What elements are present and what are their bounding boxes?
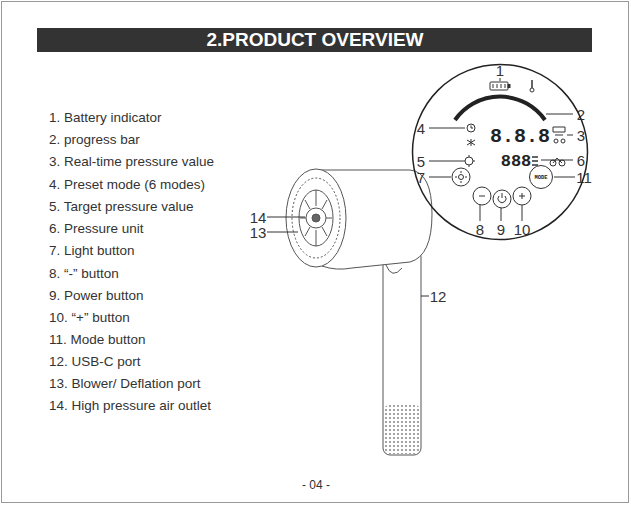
title: 2.PRODUCT OVERVIEW	[206, 29, 423, 51]
button-label: MODE	[534, 174, 547, 181]
outline-shape	[413, 65, 588, 240]
callout-number: 12	[430, 288, 447, 305]
legend-item: 12. USB-C port	[49, 354, 141, 369]
legend-item: 2. progress bar	[49, 132, 140, 147]
title-bar	[37, 28, 592, 52]
legend-item: 1. Battery indicator	[49, 110, 162, 125]
lcd-digits: 888	[501, 152, 532, 171]
legend-item: 7. Light button	[49, 243, 135, 258]
legend-item: 3. Real-time pressure value	[49, 154, 214, 169]
callout-number: 14	[250, 209, 267, 226]
callout-number: 9	[497, 221, 505, 238]
legend-item: 6. Pressure unit	[49, 221, 144, 236]
leader-lines	[267, 78, 575, 296]
legend-item: 9. Power button	[49, 288, 144, 303]
display-panel: 8.8.8 888MODE	[412, 64, 588, 240]
legend-item: 10. “+” button	[49, 310, 130, 325]
callout-number: 5	[417, 153, 425, 170]
legend-item: 5. Target pressure value	[49, 199, 194, 214]
outline-shape	[530, 166, 553, 189]
display-icons	[452, 80, 565, 208]
legend-item: 13. Blower/ Deflation port	[49, 376, 201, 391]
legend-item: 11. Mode button	[49, 332, 146, 347]
lcd-digits: 8.8.8	[490, 125, 550, 148]
legend-item: 8. “-” button	[49, 266, 119, 281]
node-outline	[412, 64, 588, 240]
legend-item: 14. High pressure air outlet	[49, 398, 211, 413]
pump-drawing	[286, 169, 432, 455]
mode-button: MODE	[529, 165, 553, 189]
callout-number: 13	[250, 224, 267, 241]
legend-item: 4. Preset mode (6 modes)	[49, 177, 205, 192]
callout-number: 8	[476, 221, 484, 238]
callout-number: 6	[577, 152, 585, 169]
page-number: - 04 -	[302, 478, 330, 492]
